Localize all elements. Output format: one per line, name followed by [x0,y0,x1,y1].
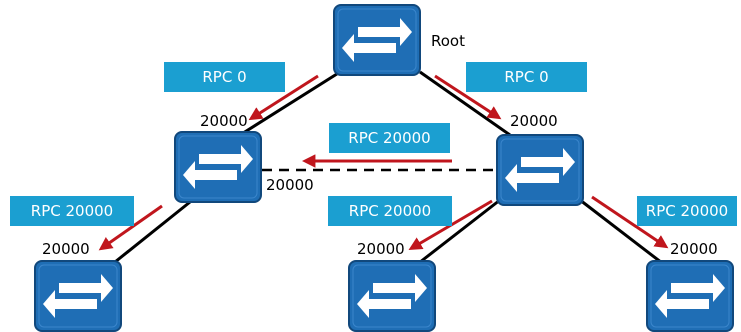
red-arrow [248,74,319,121]
cost-label-blocked-port: 20000 [266,176,314,194]
red-arrow [434,74,502,120]
root-label: Root [431,32,465,50]
red-arrow [591,195,669,249]
red-arrow [98,204,163,251]
rpc-label-left-top: RPC 0 [164,62,285,92]
rpc-label-right-top: RPC 0 [466,62,587,92]
switch-icon-bottom-middle [348,260,436,332]
link-root-left [239,70,341,137]
cost-label-right-switch: 20000 [510,112,558,130]
links [109,70,667,268]
switch-icon-root [333,4,421,76]
link-right-bottommiddle [414,198,501,268]
rpc-label-middle: RPC 20000 [329,123,450,153]
cost-label-bottom-left: 20000 [42,240,90,258]
rpc-label-far-right: RPC 20000 [637,196,737,226]
cost-label-bottom-right: 20000 [670,240,718,258]
rpc-label-far-left: RPC 20000 [10,196,134,226]
arrows [98,74,669,251]
link-left-bottomleft [109,196,196,268]
switch-icon-bottom-right [646,260,734,332]
link-root-right [419,70,511,137]
cost-label-bottom-middle: 20000 [357,240,405,258]
switch-icon-bottom-left [34,260,122,332]
switch-icon-left [174,131,262,203]
cost-label-left-switch: 20000 [200,112,248,130]
rpc-label-lower-middle: RPC 20000 [328,196,452,226]
red-arrow [408,199,493,251]
link-right-bottomright [579,198,667,268]
switch-icon-right [496,134,584,206]
